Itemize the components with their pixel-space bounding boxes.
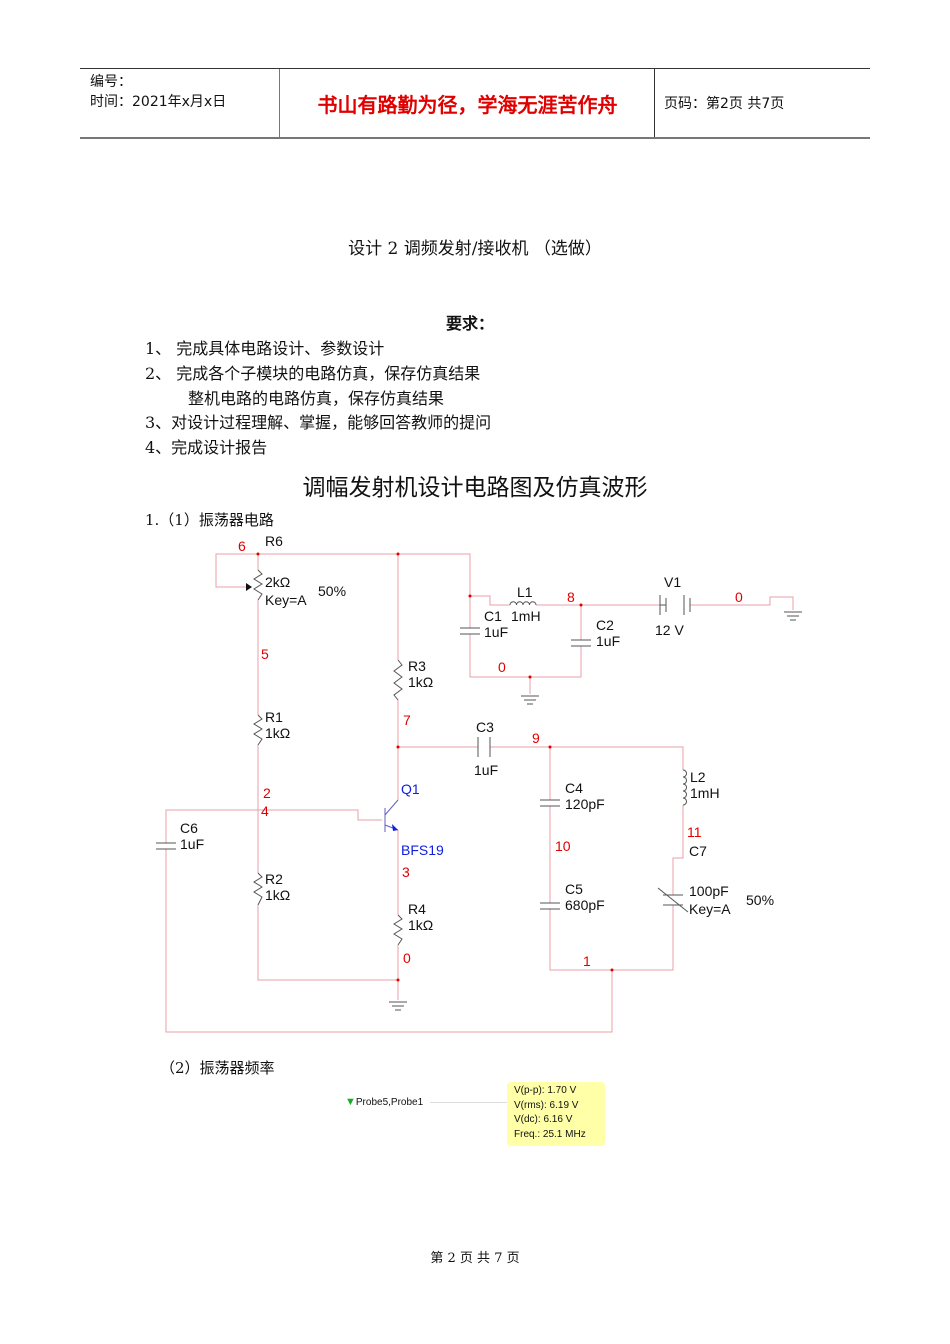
value-v1: 12 V xyxy=(655,622,684,638)
page-header: 编号： 时间：2021年x月x日 书山有路勤为径，学海无涯苦作舟 页码：第2页 … xyxy=(80,68,870,139)
node-label: 0 xyxy=(403,950,411,966)
node-label: 11 xyxy=(687,824,702,840)
time-label: 时间：2021年x月x日 xyxy=(90,94,227,110)
header-motto: 书山有路勤为径，学海无涯苦作舟 xyxy=(281,69,655,137)
number-label: 编号： xyxy=(90,74,132,90)
probe-leader-line xyxy=(430,1102,507,1103)
node-label: 8 xyxy=(567,589,575,605)
doc-title: 设计 2 调频发射/接收机 （选做） xyxy=(348,239,602,259)
percent-c7: 50% xyxy=(746,892,775,908)
resistor-r3 xyxy=(393,659,403,701)
value-r1: 1kΩ xyxy=(265,725,291,741)
probe-vdc: V(dc): 6.16 V xyxy=(514,1114,573,1125)
resistor-r2 xyxy=(253,872,263,906)
label-c2: C2 xyxy=(596,617,614,633)
label-c7: C7 xyxy=(689,843,707,859)
junction-dots xyxy=(256,552,614,982)
resistor-r1 xyxy=(253,714,263,746)
node-label: 2 xyxy=(263,785,271,801)
probe-name: Probe5,Probe1 xyxy=(355,1097,424,1108)
battery-v1 xyxy=(659,595,691,615)
resistor-r4 xyxy=(393,914,403,946)
label-v1: V1 xyxy=(664,574,682,590)
label-c5: C5 xyxy=(565,881,583,897)
value-c3: 1uF xyxy=(474,762,499,778)
value-l2: 1mH xyxy=(690,785,720,801)
value-c5: 680pF xyxy=(565,897,605,913)
key-r6: Key=A xyxy=(265,592,307,608)
components xyxy=(156,569,802,1011)
label-r4: R4 xyxy=(408,901,426,917)
label-c4: C4 xyxy=(565,780,583,796)
probe-freq: Freq.: 25.1 MHz xyxy=(514,1128,586,1140)
requirement-item: 1、 完成具体电路设计、参数设计 xyxy=(145,339,385,358)
header-page-info: 页码：第2页 共7页 xyxy=(664,96,785,112)
value-r2: 1kΩ xyxy=(265,887,291,903)
value-l1: 1mH xyxy=(511,608,541,624)
requirement-item: 4、完成设计报告 xyxy=(145,438,268,457)
value-c1: 1uF xyxy=(484,624,509,640)
key-c7: Key=A xyxy=(689,901,731,917)
transistor-q1 xyxy=(384,799,399,832)
inductor-l1 xyxy=(509,601,537,606)
node-label: 7 xyxy=(403,712,411,728)
label-c1: C1 xyxy=(484,608,502,624)
subsection-oscillator: 1.（1）振荡器电路 xyxy=(145,511,274,529)
value-c6: 1uF xyxy=(180,836,205,852)
node-label: 3 xyxy=(402,864,410,880)
wiper-arrow-icon xyxy=(246,583,252,591)
label-l1: L1 xyxy=(517,584,533,600)
node-label: 1 xyxy=(583,953,591,969)
requirement-item: 2、 完成各个子模块的电路仿真，保存仿真结果 xyxy=(145,364,481,383)
percent-r6: 50% xyxy=(318,583,347,599)
requirements-heading: 要求： xyxy=(445,314,494,333)
resistor-r6 xyxy=(253,569,263,601)
requirement-item: 整机电路的电路仿真，保存仿真结果 xyxy=(188,389,445,408)
page-footer: 第 2 页 共 7 页 xyxy=(430,1251,520,1266)
label-q1: Q1 xyxy=(401,781,420,797)
capacitor-c1 xyxy=(460,627,480,635)
probe-marker-icon: ▼ xyxy=(345,1096,356,1108)
label-c6: C6 xyxy=(180,820,198,836)
probe-vpp: V(p-p): 1.70 V xyxy=(514,1085,577,1096)
model-q1: BFS19 xyxy=(401,842,444,858)
label-r2: R2 xyxy=(265,871,283,887)
capacitor-c4 xyxy=(540,799,560,807)
value-c4: 120pF xyxy=(565,796,605,812)
node-label: 5 xyxy=(261,646,269,662)
inductor-l2 xyxy=(682,769,687,806)
value-c7: 100pF xyxy=(689,883,729,899)
wires xyxy=(165,553,794,1033)
value-c2: 1uF xyxy=(596,633,621,649)
label-c3: C3 xyxy=(476,719,494,735)
probe-readout: V(p-p): 1.70 V V(rms): 6.19 V V(dc): 6.1… xyxy=(507,1082,605,1146)
capacitor-c5 xyxy=(540,902,560,910)
subsection-frequency: （2）振荡器频率 xyxy=(160,1059,275,1077)
node-label: 9 xyxy=(532,730,540,746)
capacitor-c2 xyxy=(571,639,591,647)
label-r3: R3 xyxy=(408,658,426,674)
capacitor-c3 xyxy=(477,737,491,757)
node-label: 0 xyxy=(498,659,506,675)
ground-icon xyxy=(389,1001,407,1011)
requirement-item: 3、对设计过程理解、掌握，能够回答教师的提问 xyxy=(145,413,492,432)
header-meta: 编号： 时间：2021年x月x日 xyxy=(80,69,280,137)
section-title: 调幅发射机设计电路图及仿真波形 xyxy=(302,475,648,501)
value-r4: 1kΩ xyxy=(408,917,434,933)
capacitor-c7 xyxy=(657,887,689,913)
node-label: 0 xyxy=(735,589,743,605)
node-label: 10 xyxy=(555,838,571,854)
probe-vrms: V(rms): 6.19 V xyxy=(514,1099,579,1111)
probe-label: ▼Probe5,Probe1 xyxy=(345,1096,423,1108)
label-r6: R6 xyxy=(265,533,283,549)
node-label: 4 xyxy=(261,803,269,819)
label-r1: R1 xyxy=(265,709,283,725)
value-r6: 2kΩ xyxy=(265,574,291,590)
capacitor-c6 xyxy=(156,842,176,850)
node-label: 6 xyxy=(238,538,246,554)
value-r3: 1kΩ xyxy=(408,674,434,690)
ground-icon xyxy=(521,695,539,705)
label-l2: L2 xyxy=(690,769,706,785)
ground-icon xyxy=(784,611,802,621)
